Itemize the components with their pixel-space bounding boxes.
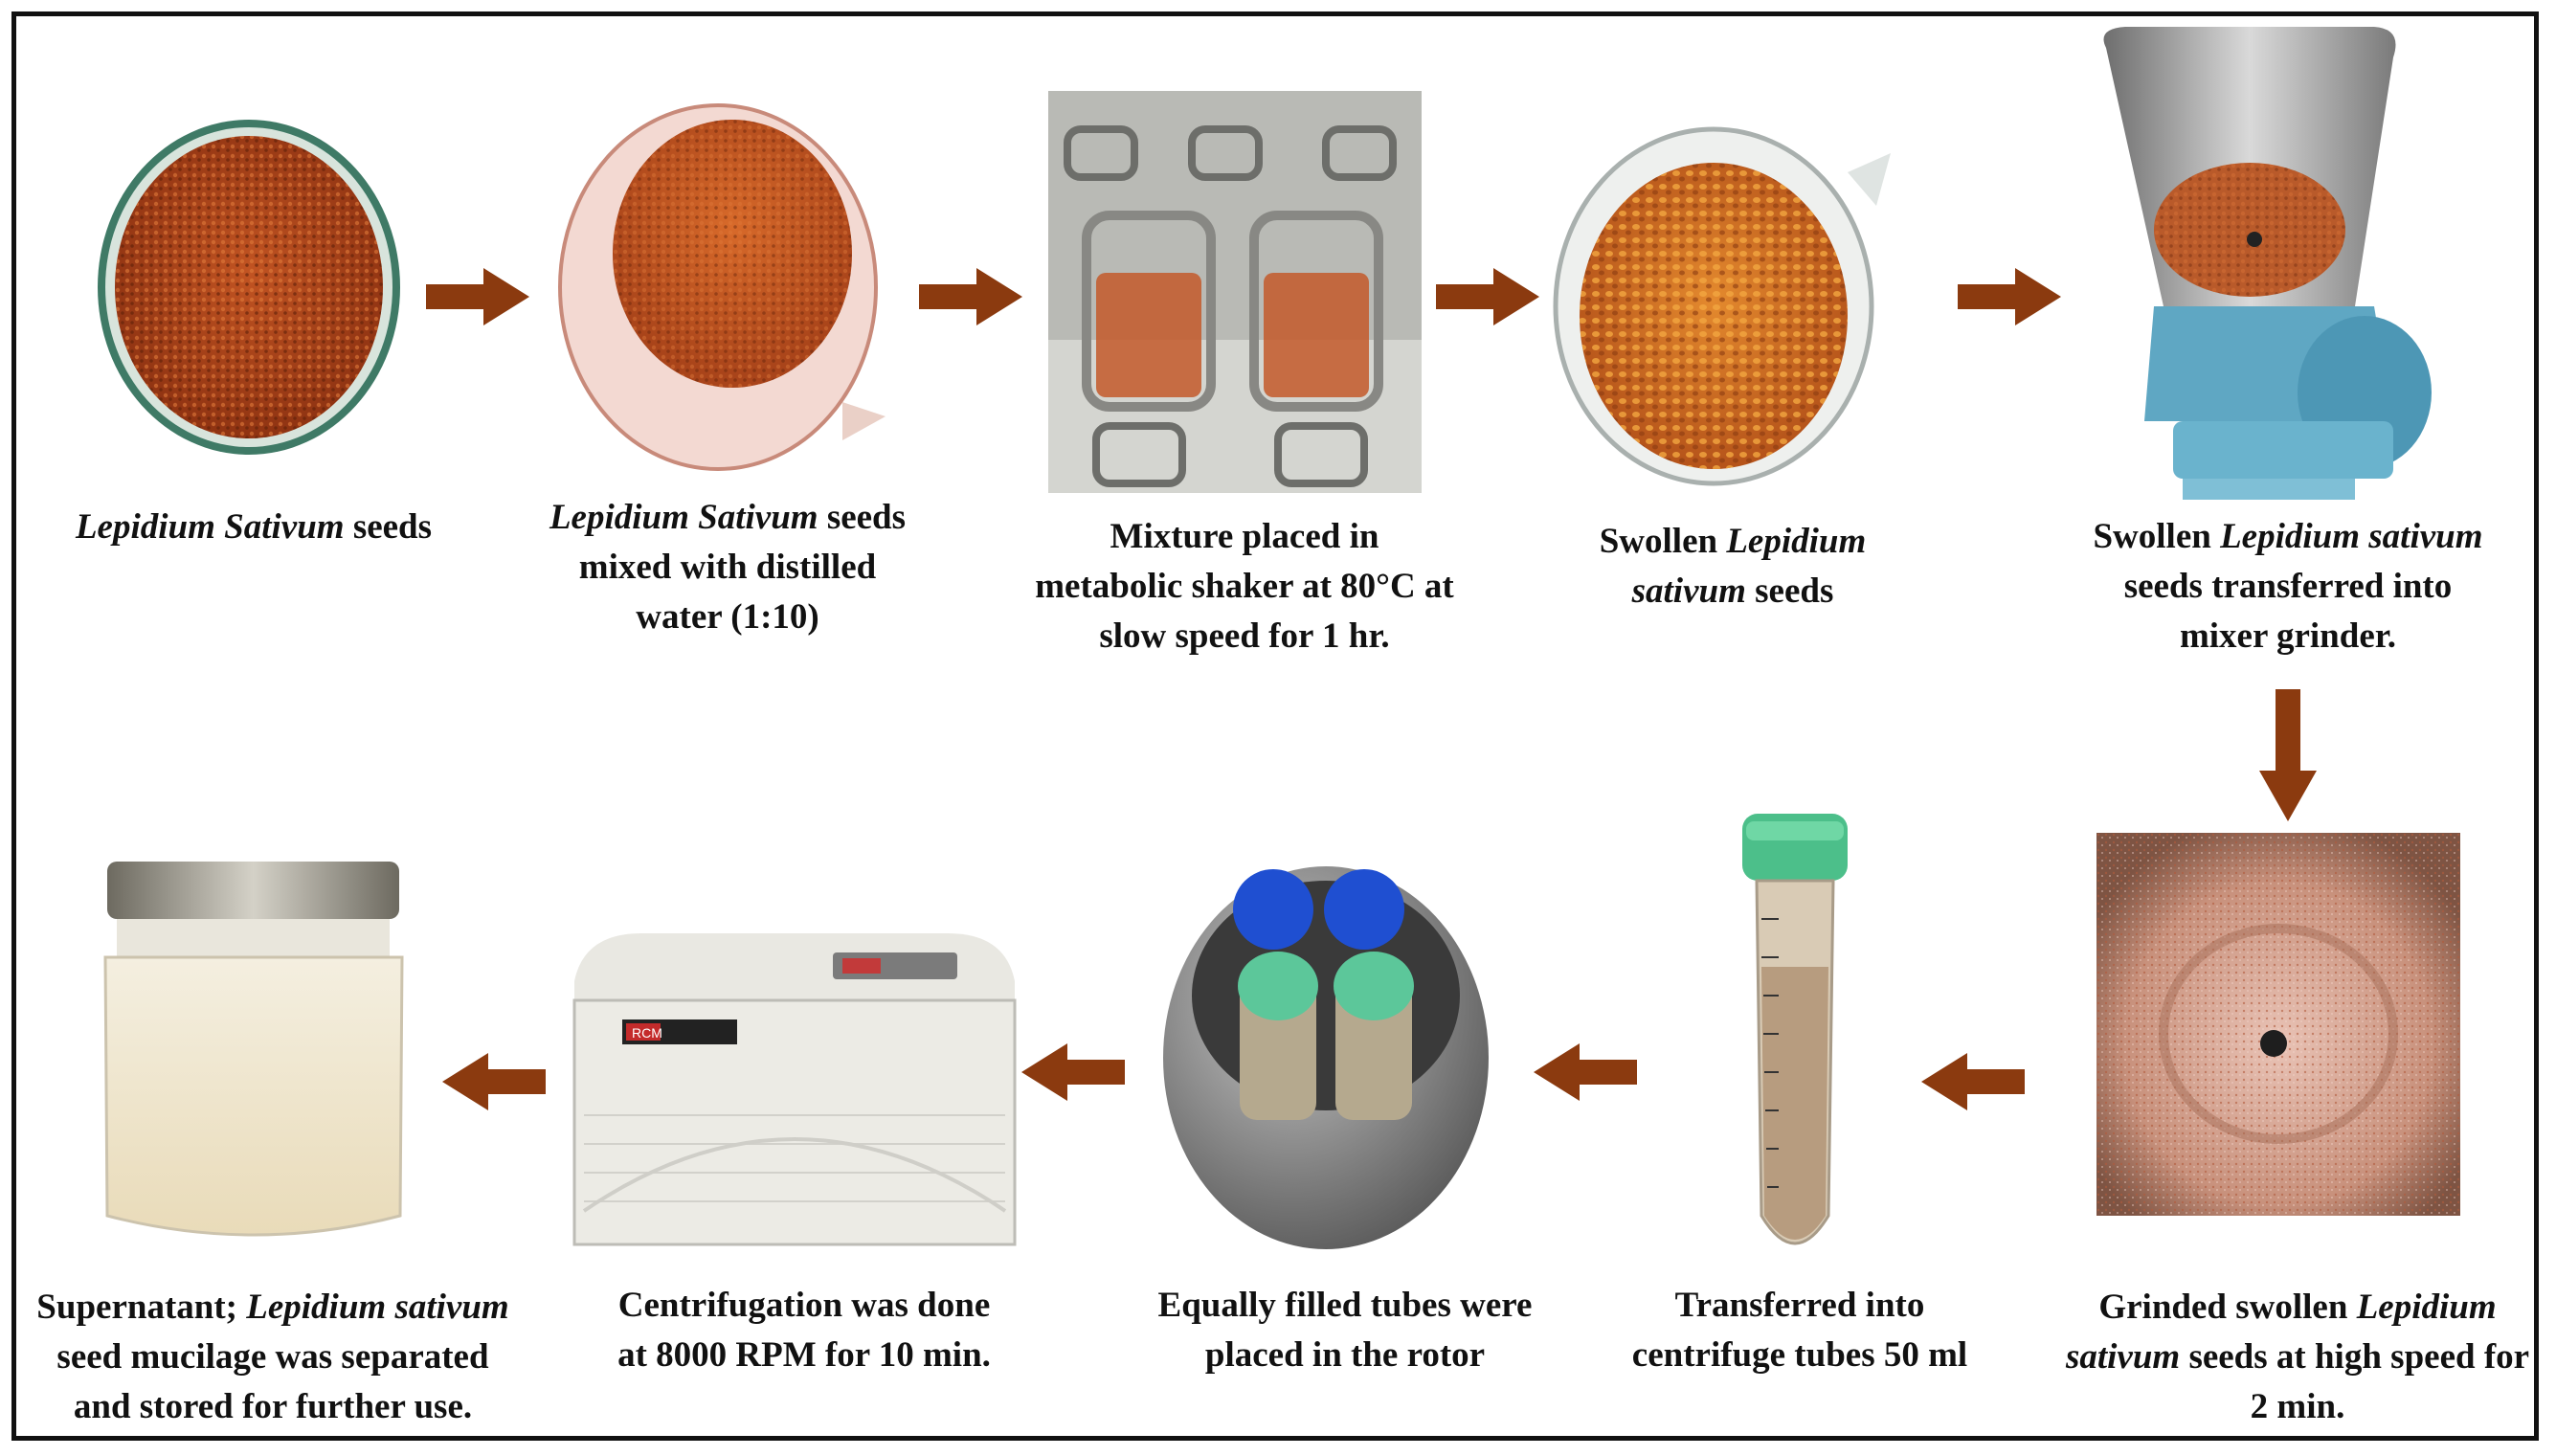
step-6-caption: Grinded swollen Lepidium sativum seeds a…: [2065, 1288, 2530, 1426]
arrow-1-right: [426, 268, 529, 325]
step-7-caption: Transferred into centrifuge tubes 50 ml: [1631, 1286, 1968, 1375]
step-2-image-beaker-water: [555, 86, 890, 479]
step-9-image-centrifuge-machine: RCM: [565, 924, 1024, 1249]
arrow-9-left: [442, 1053, 546, 1110]
step-5-image-mixer-grinder: [2087, 19, 2432, 507]
step-8-caption: Equally filled tubes were placed in the …: [1157, 1286, 1533, 1375]
arrow-8-left: [1021, 1043, 1125, 1101]
step-3-image-metabolic-shaker: [1048, 91, 1422, 493]
step-6-image-grinded-seeds: [2096, 833, 2460, 1216]
arrow-6-left: [1921, 1053, 2025, 1110]
step-5-caption: Swollen Lepidium sativum seeds transferr…: [2093, 517, 2483, 656]
step-1-image-seeds-dish: [96, 96, 412, 479]
diagram-frame: [11, 11, 2539, 1441]
step-2-caption: Lepidium Sativum seeds mixed with distil…: [549, 498, 907, 637]
arrow-5-down: [2259, 689, 2317, 821]
step-10-caption: Supernatant; Lepidium sativum seed mucil…: [36, 1288, 509, 1426]
centrifuge-brand-label: RCM: [632, 1025, 662, 1041]
arrow-3-right: [1436, 268, 1539, 325]
step-4-image-swollen-seeds: [1551, 115, 1895, 498]
step-1-caption: Lepidium Sativum seeds: [75, 507, 433, 547]
arrow-4-right: [1958, 268, 2061, 325]
step-10-image-mucilage-jar: [96, 852, 412, 1254]
step-4-caption: Swollen Lepidium sativum seeds: [1599, 522, 1867, 611]
arrow-2-right: [919, 268, 1022, 325]
step-8-image-rotor: [1158, 852, 1493, 1254]
step-3-caption: Mixture placed in metabolic shaker at 80…: [1035, 517, 1454, 656]
arrow-7-left: [1534, 1043, 1637, 1101]
step-9-caption: Centrifugation was done at 8000 RPM for …: [617, 1286, 991, 1375]
step-7-image-centrifuge-tube: [1733, 814, 1857, 1273]
